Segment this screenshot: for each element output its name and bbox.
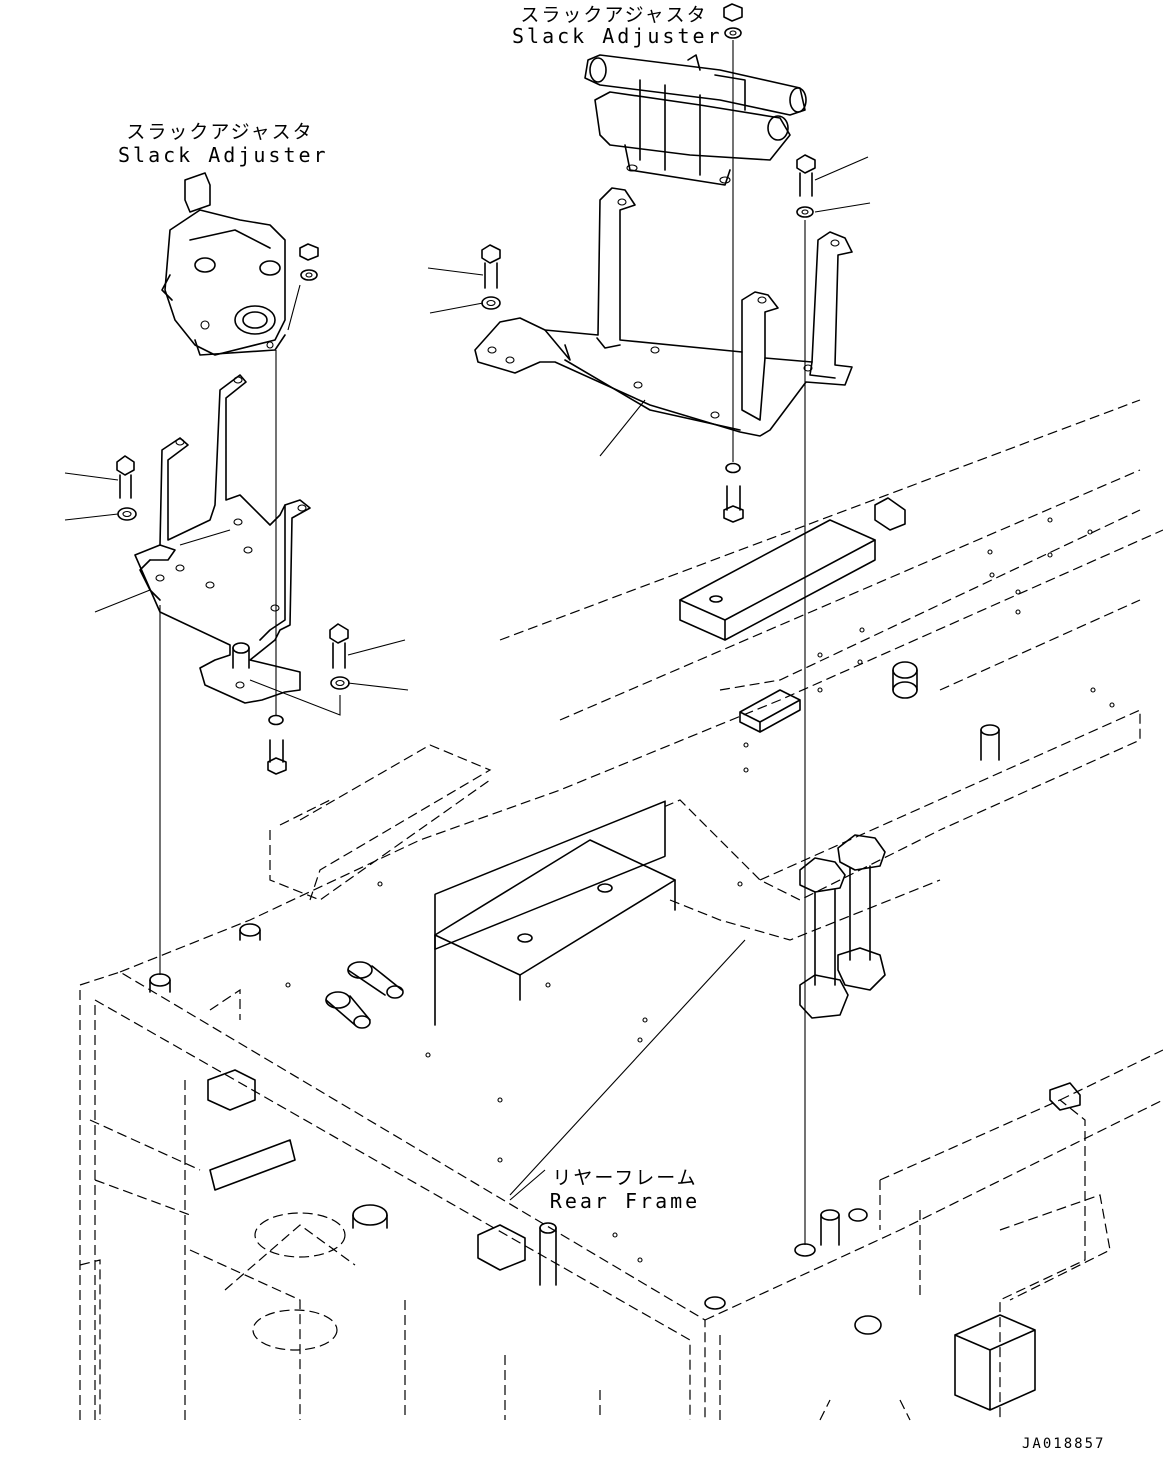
rear-frame-label-jp: リヤーフレーム [552,1167,698,1189]
slack-adjuster-left [161,172,286,356]
nut-washer-top [723,3,743,39]
slack-adjuster-top [584,54,807,186]
bolts-left [116,455,350,775]
frame-holes [285,517,1115,1263]
nut-washer-left-top [299,243,319,281]
alignment-lines [159,40,806,1245]
bracket-top [474,187,853,437]
rear-frame [79,399,1163,1421]
slack-adjuster-top-label-jp: スラックアジャスタ [520,4,708,26]
slack-adjuster-left-label-jp: スラックアジャスタ [126,121,314,143]
slack-adjuster-top-label-en: Slack Adjuster [512,24,723,48]
bolts-top [481,154,816,523]
drawing-code: JA018857 [1022,1436,1106,1452]
bracket-left [134,374,311,704]
leader-lines-left [64,284,409,716]
leader-line-rear-frame [509,939,746,1201]
leader-lines-top [427,156,871,457]
rear-frame-label-en: Rear Frame [549,1189,701,1213]
frame-features [149,497,1081,1411]
slack-adjuster-left-label-en: Slack Adjuster [118,143,329,167]
